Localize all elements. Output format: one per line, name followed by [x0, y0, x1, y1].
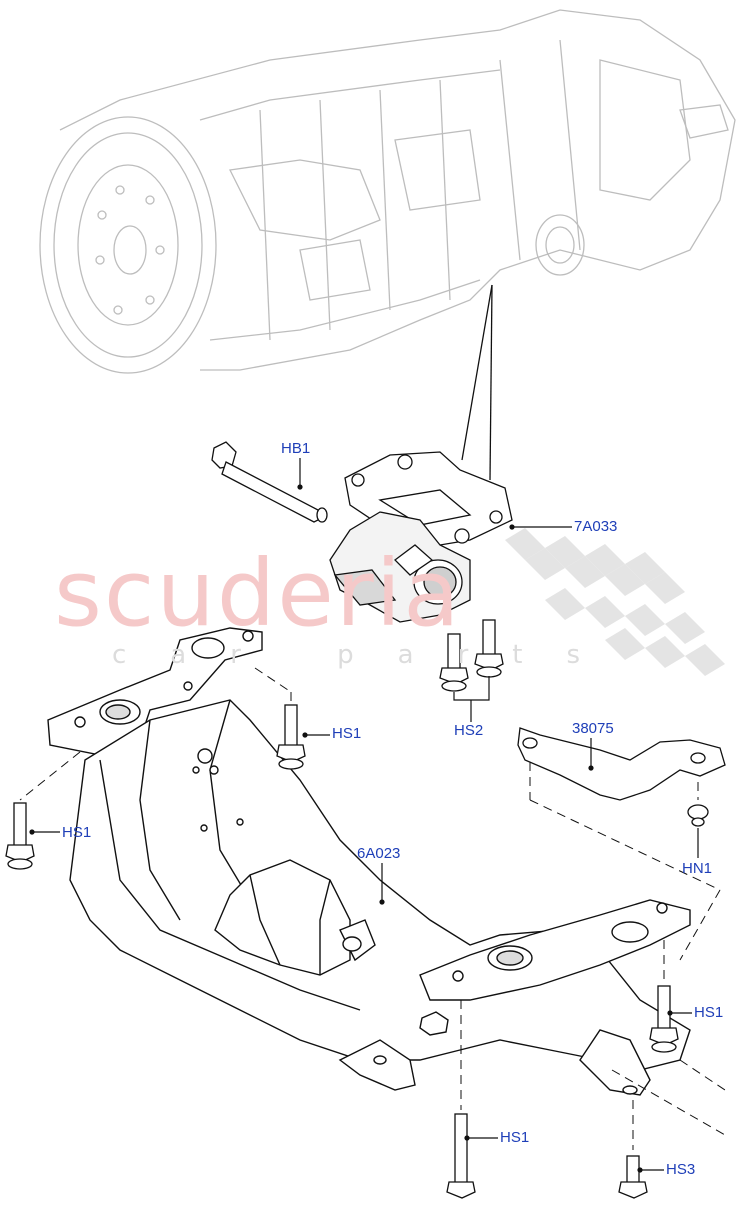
bolt-hs1-right — [649, 985, 679, 1053]
callout-hs3[interactable]: HS3 — [666, 1161, 696, 1178]
hs2-leader-lines — [453, 676, 490, 722]
callout-leader-lines — [29, 458, 699, 1173]
nut-hn1 — [687, 804, 709, 827]
callout-7a033[interactable]: 7A033 — [574, 518, 618, 535]
bolt-hs3 — [618, 1155, 648, 1199]
bolts-hs2 — [439, 619, 504, 692]
bolt-hb1 — [211, 441, 328, 523]
callout-38075[interactable]: 38075 — [572, 720, 614, 737]
callout-hs2[interactable]: HS2 — [454, 722, 484, 739]
transmission-mount-7a033 — [329, 451, 513, 623]
watermark-tagline: car parts — [112, 640, 625, 670]
crossmember-6a023 — [47, 627, 691, 1096]
callout-hs1-left[interactable]: HS1 — [62, 824, 92, 841]
callout-hs1-bottom[interactable]: HS1 — [500, 1129, 530, 1146]
dashed-alignment-lines — [19, 667, 726, 1150]
callout-hs1-top[interactable]: HS1 — [332, 725, 362, 742]
bolt-hs1-left — [5, 802, 35, 870]
mount-pointer-lines — [461, 284, 493, 481]
bracket-38075 — [517, 727, 726, 801]
transmission-assembly — [39, 9, 736, 374]
callout-hn1[interactable]: HN1 — [682, 860, 713, 877]
callout-6a023[interactable]: 6A023 — [357, 845, 401, 862]
watermark-brand: scuderia — [54, 540, 462, 647]
bolt-hs1-top — [276, 704, 306, 770]
bolt-hs1-bottom — [446, 1113, 476, 1199]
callout-hb1[interactable]: HB1 — [281, 440, 311, 457]
callout-hs1-right[interactable]: HS1 — [694, 1004, 724, 1021]
checkered-flag-watermark — [505, 528, 725, 676]
